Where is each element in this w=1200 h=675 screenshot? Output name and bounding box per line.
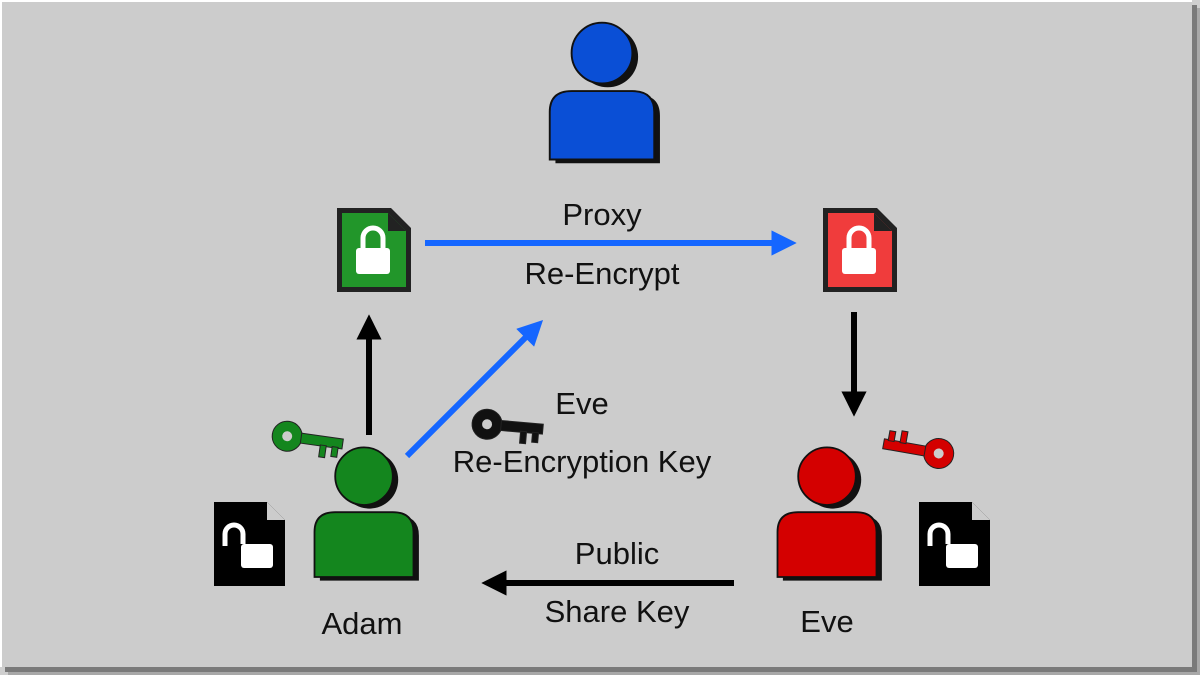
proxy-label: Proxy	[562, 197, 642, 232]
re-encryption-key-label: Re-Encryption Key	[452, 444, 712, 479]
diagram-graphics	[2, 21, 1192, 596]
eve-name-label: Eve	[800, 604, 854, 639]
adam-name-label: Adam	[321, 606, 403, 641]
adam-unlocked-file-icon	[214, 502, 285, 586]
adam-locked-file-icon	[337, 208, 411, 292]
re-encryption-key-arrow	[404, 319, 544, 459]
eve-key-icon	[880, 427, 957, 472]
eve-user-icon	[776, 446, 883, 582]
adam-user-icon	[313, 446, 420, 582]
eve-unlocked-file-icon	[919, 502, 990, 586]
share-key-label: Share Key	[544, 594, 690, 629]
proxy-user-icon	[548, 21, 661, 165]
public-label: Public	[574, 536, 660, 571]
eve-locked-file-icon	[823, 208, 897, 292]
adam-key-icon	[269, 418, 346, 461]
re-encrypt-label: Re-Encrypt	[524, 256, 680, 291]
re-encryption-key-owner-label: Eve	[555, 386, 609, 421]
